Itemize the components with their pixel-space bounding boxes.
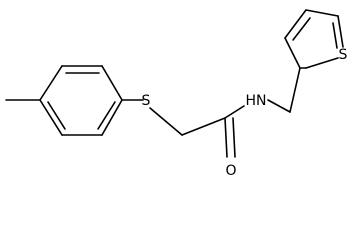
bond-ch2-thiophene xyxy=(289,67,301,113)
bond-n-ch2 xyxy=(267,99,291,113)
bond-s-ch2 xyxy=(149,107,183,136)
atom-label-carbonyl-oxygen: O xyxy=(225,163,236,179)
atom-label-sulfur-thioether: S xyxy=(142,93,151,109)
benzene-ring xyxy=(39,65,123,136)
atom-label-amide-nh: HN xyxy=(246,93,267,109)
atom-label-thiophene-sulfur: S xyxy=(339,47,348,63)
bond-ch2-carbonyl xyxy=(181,117,226,136)
bond-carbonyl-double-2 xyxy=(232,117,236,158)
bond-carbonyl-double-1 xyxy=(224,117,228,158)
thiophene-ring xyxy=(284,9,344,69)
molecule-structure: S HN O S xyxy=(5,9,348,179)
bond-carbonyl-n xyxy=(224,105,245,119)
